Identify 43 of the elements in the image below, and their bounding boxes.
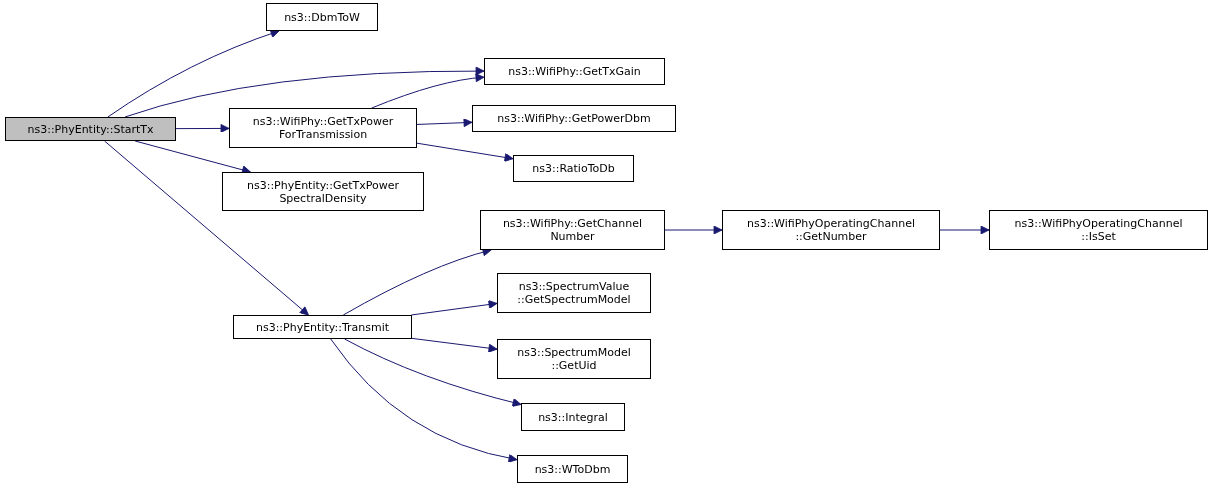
function-box	[472, 105, 676, 132]
arrow	[664, 225, 723, 235]
function-box	[5, 117, 176, 141]
function-box	[521, 403, 625, 431]
function-box	[266, 3, 378, 31]
function-box	[517, 455, 628, 483]
arrow	[411, 337, 498, 353]
function-box	[497, 339, 651, 379]
arrow	[124, 66, 485, 118]
function-box	[497, 273, 651, 313]
function-name: ns3::WifiPhyOperatingChannel ::GetNumber	[746, 217, 916, 243]
arrow	[371, 73, 485, 109]
function-name: ns3::WifiPhyOperatingChannel ::IsSet	[1013, 217, 1184, 243]
function-box	[484, 58, 665, 85]
function-name: ns3::PhyEntity::GetTxPower SpectralDensity	[245, 178, 400, 205]
function-name: ns3::WifiPhy::GetPowerDbm	[497, 112, 651, 125]
arrow	[330, 338, 518, 463]
arrow	[416, 118, 473, 128]
function-name: ns3::SpectrumValue ::GetSpectrumModel	[516, 280, 632, 306]
arrow	[104, 140, 309, 316]
arrow	[410, 300, 498, 316]
function-box	[233, 315, 412, 339]
function-name: ns3::WifiPhy::GetTxPower ForTransmission	[251, 115, 395, 141]
function-box	[989, 210, 1208, 250]
function-name: ns3::Integral	[538, 410, 608, 424]
function-box	[222, 172, 424, 211]
function-name: ns3::PhyEntity::StartTx	[27, 122, 154, 136]
function-name: ns3::SpectrumModel ::GetUid	[516, 346, 632, 372]
function-name: ns3::WifiPhy::GetChannel Number	[501, 217, 644, 243]
arrow	[939, 225, 990, 235]
function-name: ns3::DbmToW	[284, 10, 360, 24]
arrow	[344, 338, 522, 407]
arrow	[107, 29, 280, 118]
arrow	[175, 124, 230, 133]
function-box	[722, 210, 940, 250]
function-name: ns3::PhyEntity::Transmit	[255, 320, 390, 334]
function-name: ns3::RatioToDb	[532, 162, 615, 175]
function-box	[229, 108, 417, 148]
function-box	[480, 210, 665, 250]
function-box	[513, 155, 634, 182]
arrow	[416, 142, 514, 162]
function-name: ns3::WToDbm	[534, 462, 611, 476]
function-name: ns3::WifiPhy::GetTxGain	[508, 65, 641, 78]
